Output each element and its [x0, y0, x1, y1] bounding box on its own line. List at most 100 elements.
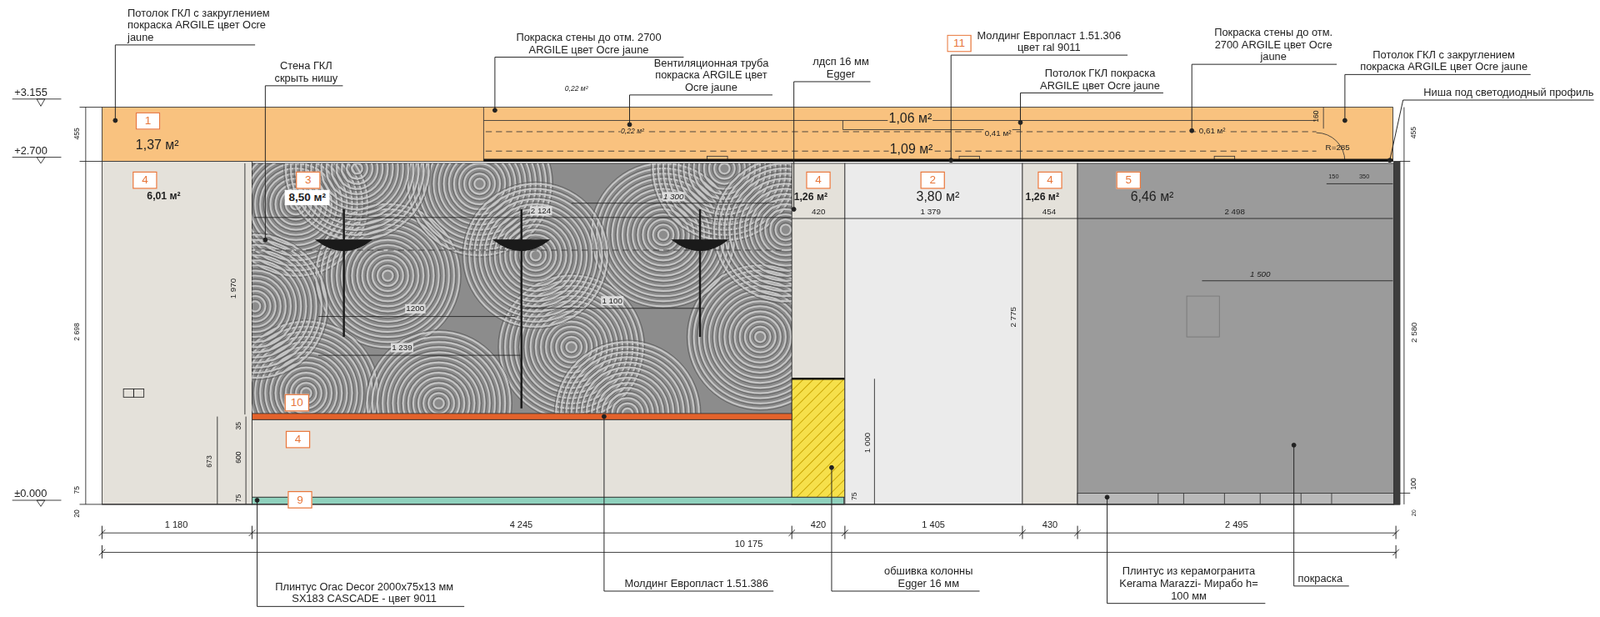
leader-line	[629, 95, 630, 125]
plaster-swirl	[775, 219, 793, 240]
area-label: 3,80 м²	[916, 190, 960, 205]
plaster-swirl	[596, 382, 658, 415]
plaster-swirl	[753, 330, 768, 345]
plaster-swirl	[411, 375, 467, 415]
plaster-swirl	[251, 270, 291, 342]
plaster-swirl	[418, 382, 460, 415]
plaster-swirl	[566, 341, 577, 352]
plaster-swirl	[745, 321, 776, 353]
plaster-swirl	[717, 294, 792, 380]
leader-dot	[113, 118, 118, 123]
plaster-swirl	[712, 163, 792, 304]
plaster-swirl	[251, 238, 323, 375]
plaster-swirl	[564, 340, 579, 355]
area-label: 8,50 м²	[285, 190, 330, 205]
dimension-ticks	[99, 525, 1400, 559]
plaster-swirl	[251, 280, 280, 332]
plaster-swirl	[495, 214, 577, 296]
plaster-swirl	[755, 331, 765, 342]
callout-underline	[950, 55, 1128, 56]
leader-line	[1390, 100, 1404, 160]
callout-number: 2	[920, 171, 945, 190]
leader-line	[603, 416, 605, 591]
leader-dot	[791, 207, 796, 212]
plaster-swirl	[585, 370, 670, 415]
plaster-swirl	[748, 325, 773, 350]
callout-note: Покраска стены до отм. 2700 ARGILE цвет …	[1207, 25, 1340, 63]
plaster-swirl	[554, 330, 589, 365]
plaster-swirl	[722, 299, 792, 375]
plaster-swirl	[469, 173, 490, 194]
dimension-label: ±0.000	[14, 486, 47, 500]
plaster-swirl	[372, 260, 404, 291]
plaster-swirl	[464, 183, 607, 326]
plaster-swirl	[251, 294, 267, 319]
plaster-swirl	[251, 284, 277, 329]
dimension-label: Молдинг Европласт 1.51.386	[624, 576, 769, 590]
plaster-swirl	[560, 336, 581, 357]
plaster-swirl	[382, 270, 393, 280]
plaster-swirl	[707, 284, 792, 390]
plaster-swirl	[367, 255, 409, 296]
plaster-swirl	[586, 372, 669, 415]
plaster-swirl	[370, 335, 508, 415]
plaster-swirl	[251, 295, 265, 316]
plaster-swirl	[454, 163, 505, 210]
plaster-swirl	[508, 227, 564, 283]
led-niche	[483, 158, 1393, 162]
plaster-swirl	[714, 163, 792, 301]
plaster-swirl	[251, 232, 329, 380]
callout-underline	[604, 590, 774, 591]
plaster-swirl	[758, 202, 792, 258]
dimension-label: 1 100	[600, 295, 624, 305]
callout-number: 4	[132, 171, 157, 190]
plaster-swirl	[714, 290, 792, 383]
plaster-swirl	[607, 178, 720, 291]
callout-underline	[794, 80, 871, 82]
plaster-swirl	[779, 222, 793, 237]
plaster-swirl	[335, 163, 380, 191]
leader-line	[1344, 74, 1345, 120]
plaster-swirl	[413, 377, 465, 415]
dimension-label: 1 239	[390, 342, 414, 352]
plaster-swirl	[780, 224, 791, 235]
plaster-swirl	[653, 224, 674, 245]
plaster-swirl	[251, 248, 313, 365]
pipe-dashes	[255, 131, 1316, 250]
plaster-swirl	[284, 163, 431, 242]
callout-underline	[1020, 92, 1163, 94]
dimension-label: 1 500	[1250, 269, 1271, 279]
plaster-swirl	[498, 217, 574, 293]
plaster-swirl	[279, 365, 335, 415]
plaster-swirl	[709, 163, 740, 184]
plaster-swirl	[637, 209, 689, 260]
dimension-label: 1,06 м²	[887, 110, 933, 126]
callout-number: 4	[285, 430, 310, 449]
plaster-swirl	[380, 345, 497, 415]
callout-underline	[1403, 100, 1595, 101]
plaster-swirl	[505, 224, 566, 285]
wall-zone: 46,01 м²	[101, 163, 252, 505]
callout-underline	[831, 590, 980, 591]
plaster-swirl	[449, 163, 510, 215]
plaster-swirl	[617, 403, 638, 415]
wall-zone: 38,50 м²	[251, 163, 792, 415]
plaster-swirl	[469, 189, 602, 322]
wall-zone: 9	[251, 496, 844, 505]
leader-line	[950, 55, 952, 160]
plaster-swirl	[345, 163, 370, 181]
plaster-swirl	[549, 325, 594, 370]
plaster-swirl	[316, 204, 460, 347]
callout-note: Вентиляционная труба покраска ARGILE цве…	[645, 55, 778, 93]
leader-line	[265, 85, 266, 240]
dimension-label: 350	[1359, 173, 1370, 180]
plaster-swirl	[387, 351, 490, 415]
plaster-swirl	[472, 191, 599, 318]
callout-underline	[265, 85, 343, 86]
callout-underline	[1345, 74, 1531, 75]
dimension-label: 2 498	[1224, 207, 1245, 217]
dimension-label: 2 495	[1225, 519, 1249, 530]
plaster-swirl	[441, 163, 517, 222]
plaster-swirl	[416, 380, 461, 415]
